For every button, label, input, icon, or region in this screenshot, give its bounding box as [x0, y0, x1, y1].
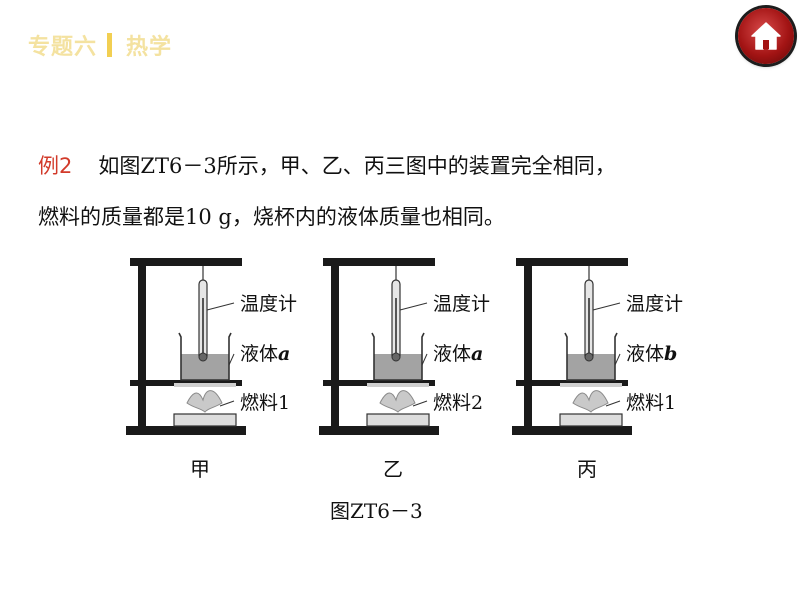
panel-name-yi: 乙 — [383, 457, 403, 481]
apparatus-jia — [125, 257, 247, 436]
example-line-2: 燃料的质量都是10 g，烧杯内的液体质量也相同。 — [38, 201, 505, 231]
liquid-label: 液体b — [626, 343, 677, 365]
home-button[interactable] — [738, 8, 794, 64]
fuel-label: 燃料1 — [240, 392, 290, 414]
figure-caption: 图ZT6－3 — [330, 499, 423, 523]
thermometer-label: 温度计 — [626, 293, 683, 315]
liquid-label: 液体a — [433, 343, 483, 365]
panel-name-jia: 甲 — [190, 457, 210, 481]
panel-name-bing: 丙 — [577, 457, 597, 481]
fuel-label: 燃料1 — [626, 392, 676, 414]
apparatus-yi — [318, 257, 440, 436]
header-divider — [107, 33, 113, 57]
fuel-label: 燃料2 — [433, 392, 483, 414]
example-line-1: 例2 如图ZT6－3所示，甲、乙、丙三图中的装置完全相同， — [38, 150, 616, 180]
section-title: 专题六 — [28, 35, 98, 60]
home-icon — [751, 22, 781, 50]
thermometer-label: 温度计 — [240, 293, 297, 315]
example-label: 例2 — [38, 154, 73, 178]
example-text-1: 如图ZT6－3所示，甲、乙、丙三图中的装置完全相同， — [98, 154, 616, 178]
thermometer-label: 温度计 — [433, 293, 490, 315]
topic-title: 热学 — [126, 35, 173, 60]
apparatus-bing — [511, 257, 633, 436]
liquid-label: 液体a — [240, 343, 290, 365]
example-text-2: 燃料的质量都是10 g，烧杯内的液体质量也相同。 — [38, 205, 505, 229]
section-header: 专题六 热学 — [28, 28, 172, 62]
